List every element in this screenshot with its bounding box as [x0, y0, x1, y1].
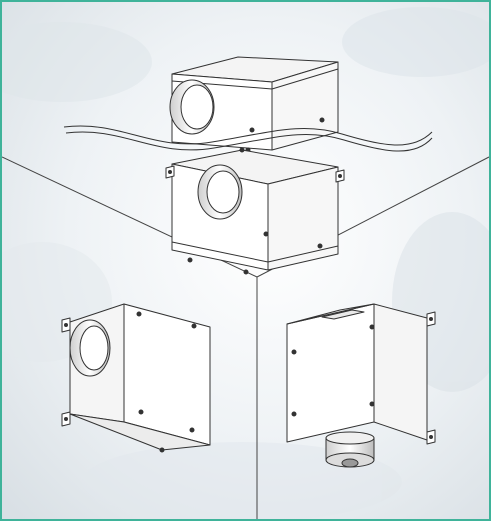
- ceiling-mounted-box: [169, 56, 339, 153]
- background-clouds: [2, 7, 489, 519]
- ceiling-cables: [63, 125, 433, 152]
- bottom-spigot: [325, 431, 375, 468]
- under-ceiling-box: [165, 147, 345, 275]
- wall-mounted-bottom-spigot-box: [286, 303, 436, 468]
- wall-mounted-side-spigot-box: [61, 303, 211, 453]
